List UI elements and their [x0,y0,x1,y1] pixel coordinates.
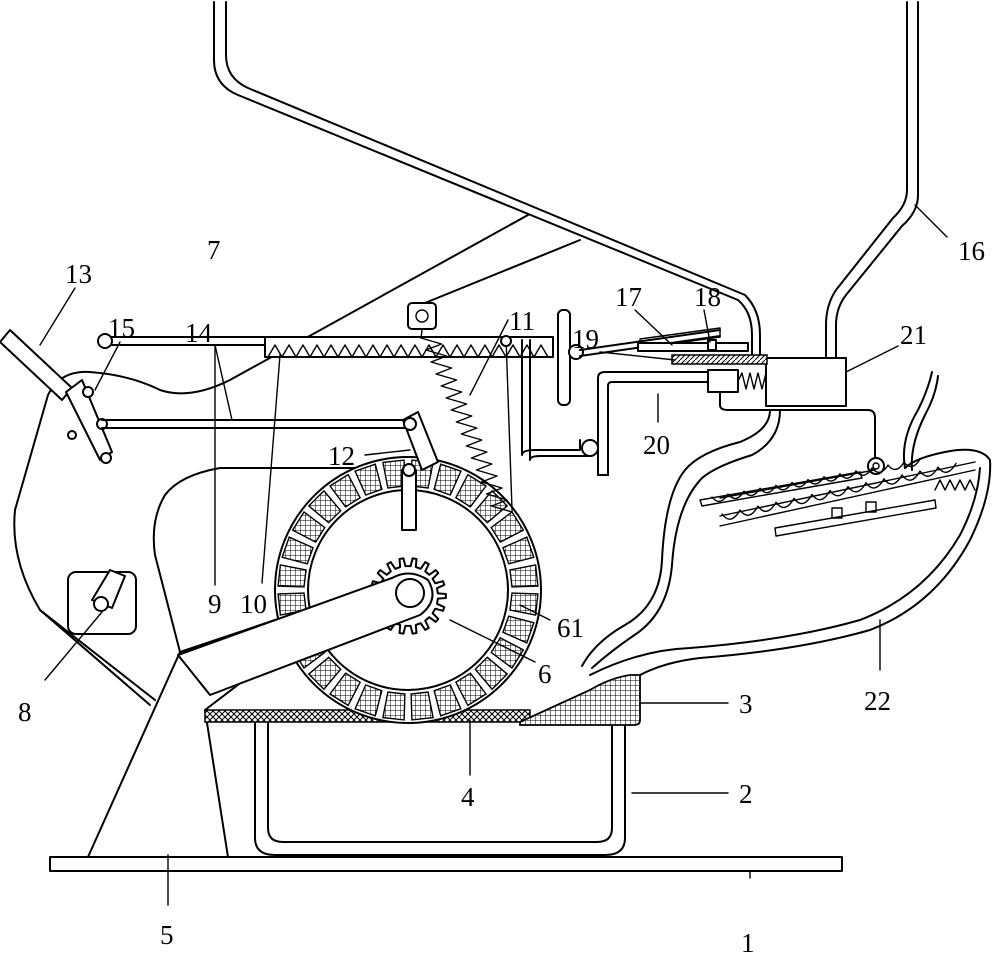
label-19: 19 [572,324,599,354]
wheel-segment [277,564,307,588]
wheel-segment [433,684,462,717]
support-frame [254,719,626,856]
label-16: 16 [958,236,985,266]
label-13: 13 [65,259,92,289]
block-3 [519,674,641,726]
label-22: 22 [864,686,891,716]
label-11: 11 [509,306,535,336]
crank-8 [67,569,137,635]
wheel-segment [490,510,525,544]
wheel-segment [328,473,362,508]
label-6: 6 [538,659,552,689]
rack-10 [264,336,554,358]
wheel-segment [454,672,488,707]
wheel-segment [490,636,525,670]
wheel-segment [307,656,342,691]
wheel-segment [291,510,326,544]
wheel-segment [509,564,539,588]
chute-22 [581,371,992,676]
label-17: 17 [615,282,642,312]
wheel-segment [474,656,509,691]
label-12: 12 [328,441,355,471]
label-15: 15 [108,313,135,343]
wheel-segment [382,459,406,489]
label-2: 2 [739,779,753,809]
label-5: 5 [160,920,174,950]
wheel-segment [277,592,307,616]
label-14: 14 [185,318,213,348]
label-7: 7 [207,235,221,265]
handle-13 [0,329,113,464]
part-labels: 1 2 3 4 5 6 61 7 8 9 10 11 12 13 14 15 1… [18,235,985,958]
label-10: 10 [240,589,267,619]
wheel-segment [354,684,383,717]
wheel-segment [354,463,383,496]
base-plate [49,856,843,872]
stop-bracket [500,309,599,461]
spring-11 [407,302,513,513]
wheel-segment [307,489,342,524]
label-21: 21 [900,320,927,350]
label-3: 3 [739,689,753,719]
label-61: 61 [557,613,584,643]
label-18: 18 [694,282,721,312]
lever-arm [177,572,434,696]
label-20: 20 [643,430,670,460]
wheel-segment [281,536,314,565]
label-4: 4 [461,782,475,812]
label-9: 9 [208,589,222,619]
wheel-segment [410,691,434,721]
wheel-segment [382,691,406,721]
label-1: 1 [741,928,755,958]
rod-14 [101,419,411,429]
leader-lines [39,204,948,906]
plate-17 [637,339,768,365]
wheel-segment [502,536,535,565]
label-8: 8 [18,697,32,727]
wheel-segment [454,473,488,508]
wheel-segment [509,592,539,616]
wheel-segment [328,672,362,707]
bracket-20 [597,369,775,476]
wheel-segment [433,463,462,496]
wheel-segment [502,615,535,644]
wheel-segment [474,489,509,524]
rod-9 [97,333,266,349]
hopper [213,1,919,359]
valve-21 [719,357,885,475]
link-12 [401,411,439,531]
